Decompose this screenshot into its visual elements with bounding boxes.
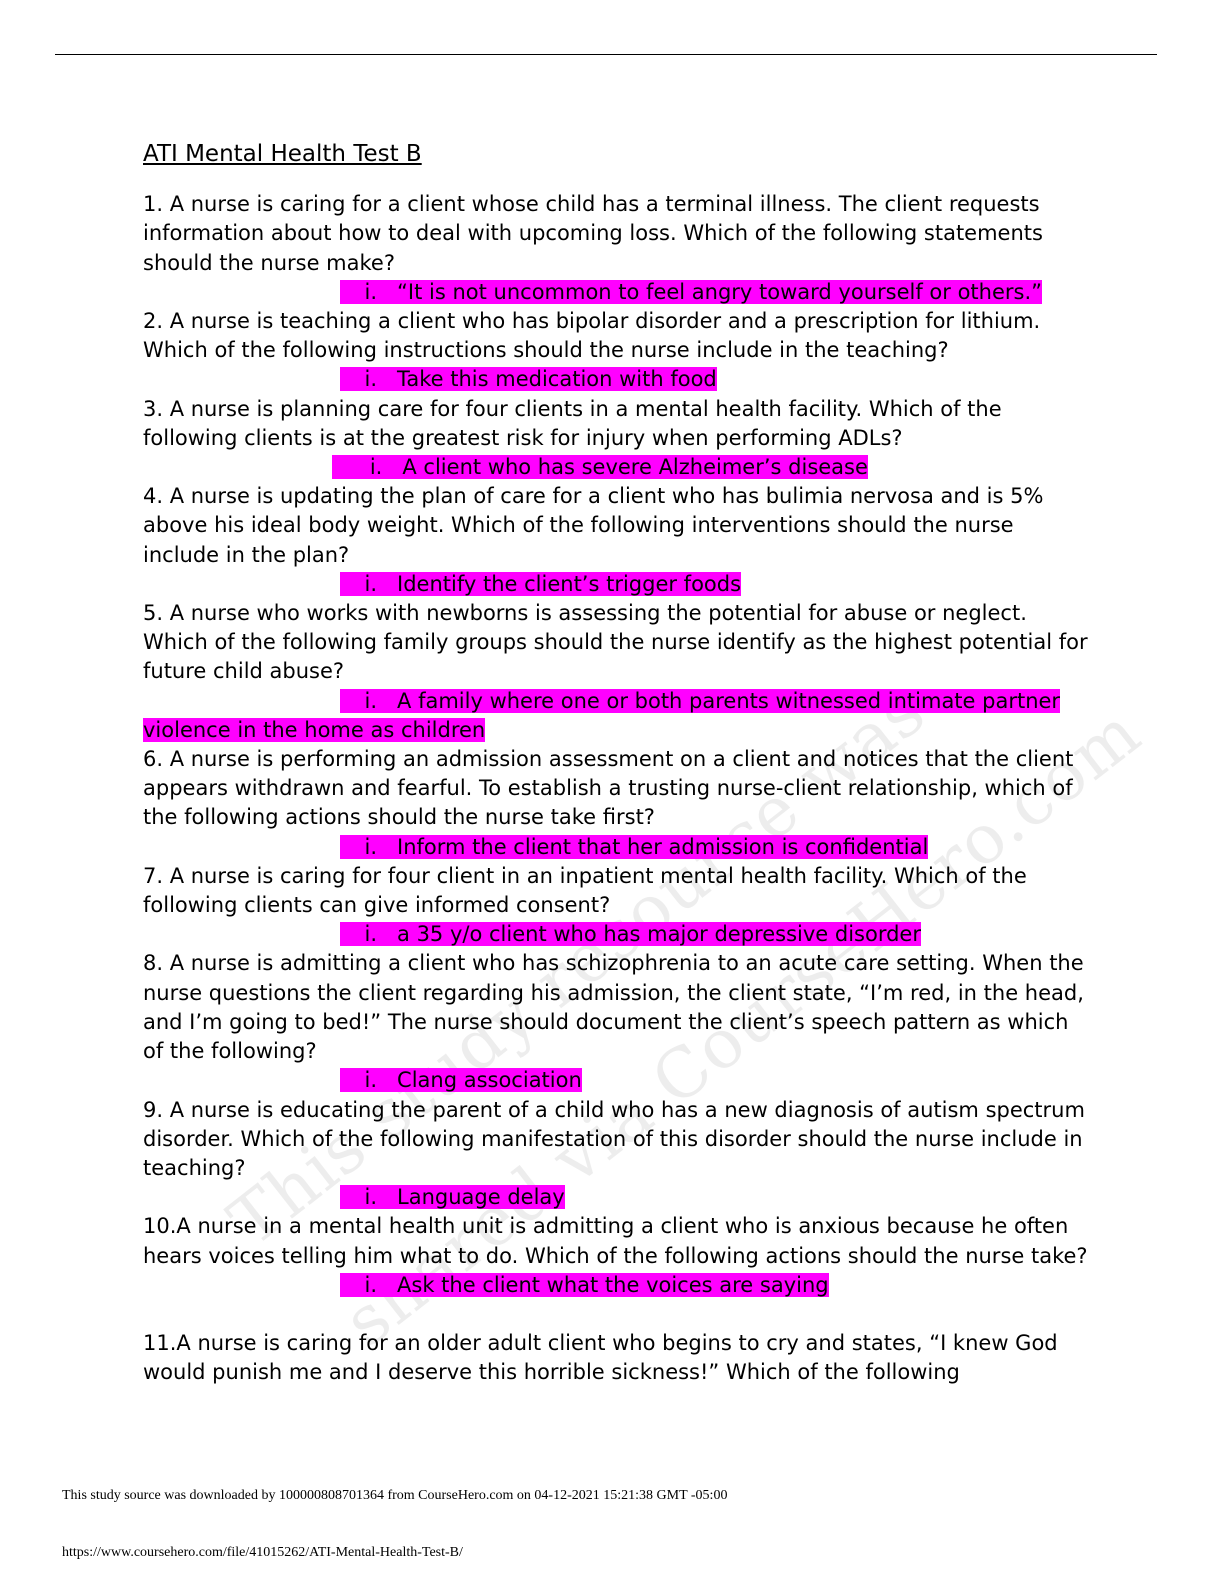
answer-text: “It is not uncommon to feel angry toward… [397, 279, 1043, 304]
answer-text: Language delay [397, 1185, 565, 1210]
question-3: 3. A nurse is planning care for four cli… [143, 395, 1093, 483]
answer: i. A client who has severe Alzheimer’s d… [143, 453, 1093, 482]
question-text: 9. A nurse is educating the parent of a … [143, 1097, 1085, 1180]
answer-text: Clang association [397, 1068, 582, 1093]
answer: i. a 35 y/o client who has major depress… [143, 920, 1093, 949]
answer: i. Language delay [143, 1183, 1093, 1212]
answer-text: Take this medication with food [397, 367, 717, 392]
answer-marker: i. [364, 367, 377, 392]
answer-text: a 35 y/o client who has major depressive… [397, 922, 921, 947]
document-body: ATI Mental Health Test B 1. A nurse is c… [143, 140, 1093, 1387]
question-text: 1. A nurse is caring for a client whose … [143, 192, 1043, 275]
answer-marker: i. [364, 834, 377, 859]
answer-marker: i. [364, 279, 377, 304]
question-text: 7. A nurse is caring for four client in … [143, 863, 1027, 918]
question-10: 10.A nurse in a mental health unit is ad… [143, 1212, 1093, 1300]
download-notice: This study source was downloaded by 1000… [62, 1488, 728, 1503]
top-rule [55, 54, 1157, 55]
answer-marker: i. [364, 1272, 377, 1297]
question-text: 4. A nurse is updating the plan of care … [143, 484, 1044, 567]
question-text: 2. A nurse is teaching a client who has … [143, 309, 1041, 363]
question-4: 4. A nurse is updating the plan of care … [143, 482, 1093, 599]
answer-continuation: violence in the home as children [143, 716, 1093, 745]
spacer [143, 1300, 1093, 1329]
answer-marker: i. [364, 688, 377, 713]
answer: i. Clang association [143, 1066, 1093, 1095]
answer-text: A client who has severe Alzheimer’s dise… [402, 455, 868, 480]
answer-text: Inform the client that her admission is … [397, 834, 929, 859]
answer: i. Inform the client that her admission … [143, 833, 1093, 862]
question-5: 5. A nurse who works with newborns is as… [143, 599, 1093, 745]
question-text: 8. A nurse is admitting a client who has… [143, 951, 1084, 1064]
question-text: 5. A nurse who works with newborns is as… [143, 601, 1088, 684]
answer-marker: i. [364, 1068, 377, 1093]
answer-marker: i. [364, 571, 377, 596]
question-7: 7. A nurse is caring for four client in … [143, 862, 1093, 950]
question-text: 10.A nurse in a mental health unit is ad… [143, 1214, 1088, 1268]
question-8: 8. A nurse is admitting a client who has… [143, 949, 1093, 1095]
question-text: 3. A nurse is planning care for four cli… [143, 396, 1002, 450]
source-url[interactable]: https://www.coursehero.com/file/41015262… [62, 1545, 463, 1560]
answer-text: Identify the client’s trigger foods [397, 571, 742, 596]
answer-marker: i. [369, 455, 383, 480]
question-9: 9. A nurse is educating the parent of a … [143, 1096, 1093, 1213]
question-2: 2. A nurse is teaching a client who has … [143, 307, 1093, 395]
document-title: ATI Mental Health Test B [143, 141, 422, 167]
answer-marker: i. [364, 1185, 377, 1210]
question-1: 1. A nurse is caring for a client whose … [143, 190, 1093, 307]
answer-text-continued: violence in the home as children [143, 717, 486, 742]
answer: i. A family where one or both parents wi… [143, 687, 1093, 716]
answer-marker: i. [364, 922, 377, 947]
answer-text: Ask the client what the voices are sayin… [397, 1272, 829, 1297]
question-6: 6. A nurse is performing an admission as… [143, 745, 1093, 862]
answer: i. Identify the client’s trigger foods [143, 570, 1093, 599]
question-text: 11.A nurse is caring for an older adult … [143, 1330, 1058, 1385]
answer: i. Take this medication with food [143, 365, 1093, 394]
question-text: 6. A nurse is performing an admission as… [143, 747, 1074, 830]
answer: i. Ask the client what the voices are sa… [143, 1271, 1093, 1300]
answer-text: A family where one or both parents witne… [397, 688, 1061, 713]
question-11: 11.A nurse is caring for an older adult … [143, 1329, 1093, 1387]
answer: i. “It is not uncommon to feel angry tow… [143, 278, 1093, 307]
